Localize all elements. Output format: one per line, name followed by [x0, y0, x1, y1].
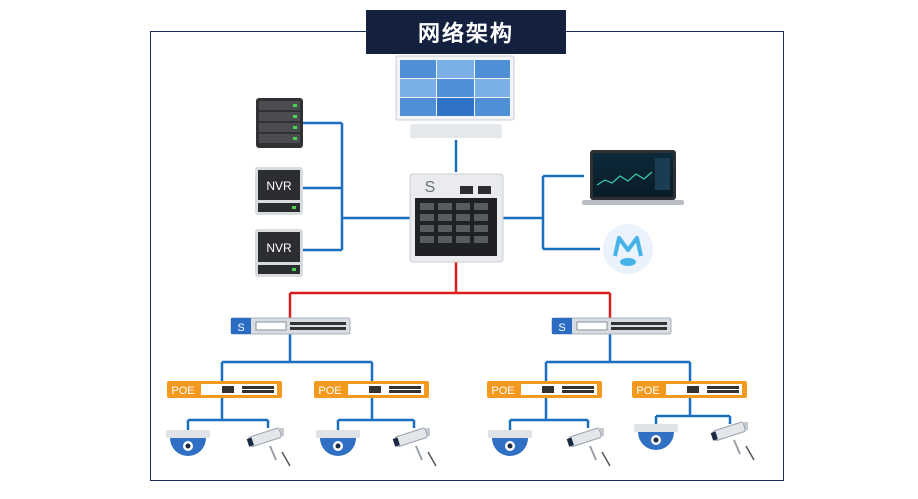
- nvr-label: NVR: [266, 179, 292, 193]
- dome-camera-icon: [316, 430, 360, 456]
- laptop-icon: [582, 150, 684, 205]
- access-switch-label: S: [558, 322, 565, 334]
- nvr-icon: NVR: [255, 167, 303, 215]
- access-switch-icon: S: [230, 317, 351, 335]
- dome-camera-icon: [488, 430, 532, 456]
- poe-switch-icon: POE: [167, 381, 282, 398]
- dome-camera-icon: [634, 424, 678, 450]
- video-wall-icon: [395, 55, 515, 138]
- poe-label: POE: [171, 385, 194, 397]
- poe-label: POE: [636, 385, 659, 397]
- poe-switch-icon: POE: [314, 381, 429, 398]
- poe-label: POE: [318, 385, 341, 397]
- bullet-camera-icon: [710, 421, 755, 461]
- nvr-icon: NVR: [255, 229, 303, 277]
- red-links: [288, 262, 612, 318]
- bullet-camera-icon: [566, 427, 611, 467]
- core-switch-label: S: [425, 179, 436, 196]
- access-switch-icon: S: [551, 317, 672, 335]
- server-icon: [256, 98, 303, 148]
- poe-switch-icon: POE: [487, 381, 602, 398]
- nvr-label: NVR: [266, 241, 292, 255]
- blue-links: [186, 121, 732, 430]
- poe-label: POE: [491, 385, 514, 397]
- dome-camera-icon: [166, 430, 210, 456]
- bullet-camera-icon: [392, 427, 437, 467]
- bullet-camera-icon: [246, 427, 291, 467]
- poe-switch-icon: POE: [632, 381, 747, 398]
- cloud-app-icon: [603, 224, 653, 274]
- access-switch-label: S: [237, 322, 244, 334]
- core-switch-icon: S: [409, 173, 504, 263]
- page-title: 网络架构: [366, 10, 566, 54]
